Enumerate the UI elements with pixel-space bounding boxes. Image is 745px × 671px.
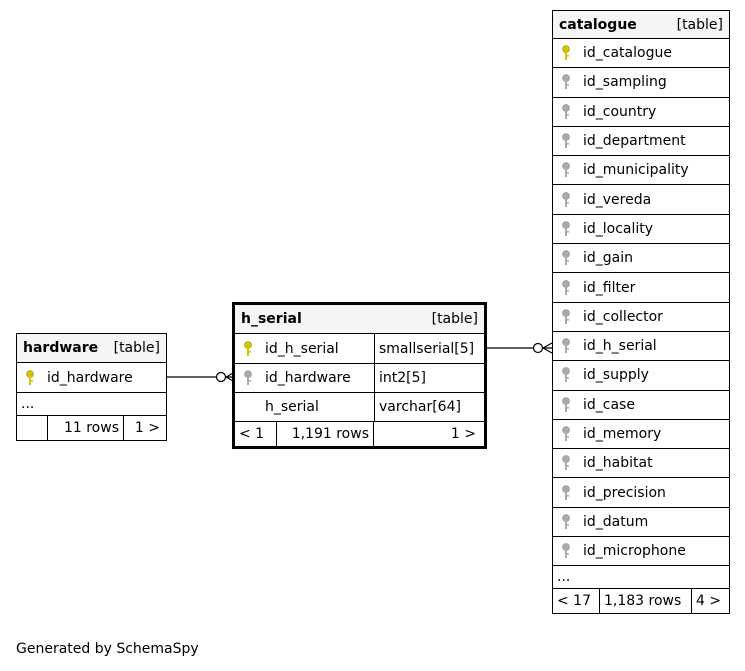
next-count: 1 > [450, 426, 476, 442]
column-row[interactable]: id_h_serial [553, 332, 729, 362]
table-name: catalogue [559, 16, 637, 33]
column-type: int2[5] [374, 364, 484, 392]
column-name: id_habitat [583, 455, 653, 472]
table-footer: 11 rows 1 > [17, 416, 166, 440]
foreign-key-icon [553, 514, 579, 530]
column-name: id_filter [583, 279, 636, 296]
column-name: id_precision [583, 484, 666, 501]
column-name: id_municipality [583, 162, 689, 179]
table-header: h_serial [table] [235, 305, 484, 334]
column-row[interactable]: id_case [553, 391, 729, 420]
column-row[interactable]: id_vereda [553, 185, 729, 215]
relationship-zero-optional-marker [532, 342, 544, 354]
column-name: id_sampling [583, 74, 667, 91]
column-name: id_memory [583, 426, 662, 442]
table-name: hardware [23, 340, 99, 356]
column-row[interactable]: id_microphone [553, 537, 729, 567]
column-name: h_serial [265, 399, 319, 415]
column-name: id_gain [583, 250, 634, 267]
table-h_serial[interactable]: h_serial [table] id_h_serial smallserial… [232, 302, 487, 449]
foreign-key-icon [553, 455, 579, 471]
prev-count: < 1 [235, 422, 277, 446]
column-row[interactable]: id_h_serial smallserial[5] [235, 334, 484, 364]
column-name: id_microphone [583, 543, 686, 560]
column-row[interactable]: id_precision [553, 478, 729, 508]
table-kind: [table] [113, 340, 160, 356]
primary-key-icon [235, 340, 261, 357]
column-row[interactable]: id_datum [553, 508, 729, 538]
more-columns-ellipsis: ... [17, 393, 166, 416]
table-kind: [table] [431, 311, 478, 327]
column-row[interactable]: id_filter [553, 273, 729, 303]
column-row[interactable]: id_locality [553, 215, 729, 245]
foreign-key-icon [553, 543, 579, 559]
column-name: id_locality [583, 220, 654, 237]
prev-count: < 17 [553, 589, 600, 614]
column-row[interactable]: id_habitat [553, 449, 729, 479]
foreign-key-icon [553, 103, 579, 120]
prev-count [17, 416, 48, 440]
column-type: varchar[64] [374, 393, 484, 421]
column-row[interactable]: id_hardware int2[5] [235, 364, 484, 393]
column-name: id_catalogue [583, 45, 672, 62]
column-row[interactable]: id_country [553, 98, 729, 127]
relationship-zero-optional-marker [215, 371, 227, 383]
foreign-key-icon [553, 221, 579, 237]
foreign-key-icon [553, 162, 579, 178]
column-name: id_hardware [265, 370, 351, 386]
table-kind: [table] [676, 16, 723, 33]
column-row[interactable]: id_department [553, 127, 729, 157]
table-hardware[interactable]: hardware [table] id_hardware ... 11 rows… [16, 333, 167, 441]
foreign-key-icon [553, 191, 579, 208]
table-header: catalogue [table] [553, 11, 729, 39]
column-name: id_hardware [47, 369, 133, 386]
row-count: 1,191 rows [277, 422, 374, 446]
column-name: id_h_serial [265, 340, 339, 357]
column-name: id_supply [583, 367, 649, 384]
more-columns-ellipsis: ... [553, 566, 729, 590]
foreign-key-icon [553, 396, 579, 413]
column-row[interactable]: id_catalogue [553, 39, 729, 69]
column-name: id_vereda [583, 191, 652, 208]
foreign-key-icon [553, 250, 579, 266]
primary-key-icon [17, 369, 43, 386]
table-name: h_serial [241, 311, 302, 327]
column-row[interactable]: id_municipality [553, 156, 729, 186]
column-row[interactable]: h_serial varchar[64] [235, 393, 484, 422]
column-row[interactable]: id_gain [553, 244, 729, 274]
primary-key-icon [553, 45, 579, 61]
foreign-key-icon [553, 309, 579, 325]
row-count: 11 rows [48, 416, 124, 440]
column-name: id_h_serial [583, 338, 657, 355]
foreign-key-icon [553, 74, 579, 90]
column-row[interactable]: id_sampling [553, 68, 729, 98]
row-count: 1,183 rows [600, 589, 692, 614]
column-type: smallserial[5] [374, 334, 484, 363]
column-row[interactable]: id_collector [553, 303, 729, 332]
foreign-key-icon [553, 133, 579, 149]
foreign-key-icon [235, 370, 261, 386]
table-footer: < 1 1,191 rows 1 > [235, 422, 484, 446]
column-name: id_case [583, 396, 635, 413]
column-name: id_datum [583, 513, 649, 530]
table-catalogue[interactable]: catalogue [table] id_catalogue id_samplin… [552, 10, 730, 615]
next-count: 4 > [696, 593, 722, 610]
relationship-crowsfoot-marker [542, 342, 553, 354]
column-name: id_country [583, 103, 657, 120]
foreign-key-icon [553, 279, 579, 296]
table-footer: < 17 1,183 rows 4 > [553, 589, 729, 614]
column-row[interactable]: id_hardware [17, 363, 166, 393]
foreign-key-icon [553, 426, 579, 442]
foreign-key-icon [553, 484, 579, 501]
column-row[interactable]: id_supply [553, 361, 729, 391]
column-name: id_department [583, 133, 686, 150]
foreign-key-icon [553, 338, 579, 354]
foreign-key-icon [553, 367, 579, 383]
column-name: id_collector [583, 308, 663, 325]
table-header: hardware [table] [17, 334, 166, 363]
generated-by-footer: Generated by SchemaSpy [16, 641, 199, 657]
column-row[interactable]: id_memory [553, 420, 729, 450]
next-count: 1 > [134, 420, 160, 436]
